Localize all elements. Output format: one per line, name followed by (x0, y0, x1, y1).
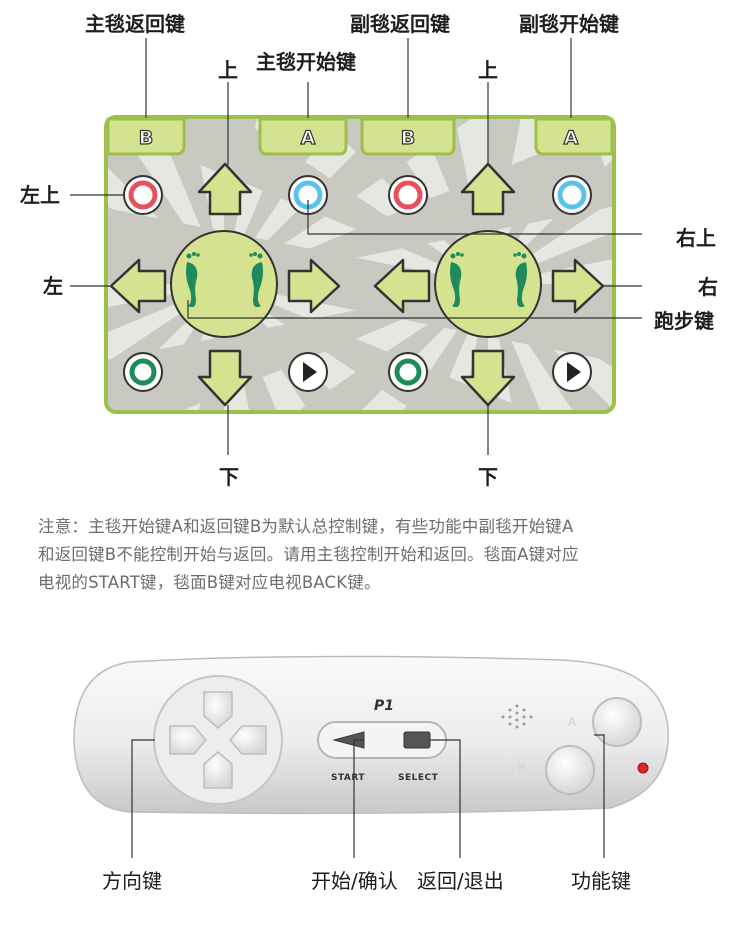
tab-main-b (106, 117, 186, 156)
tab-sub-b (360, 117, 456, 156)
sunburst-ray (106, 284, 224, 412)
run-pad (170, 230, 278, 338)
arrow-left-button (109, 258, 167, 314)
tab-sub-a-letter: A (564, 127, 579, 149)
sub-back-label: 副毯返回键 (350, 12, 450, 36)
sunburst-ray (106, 117, 224, 284)
note-line: 注意：主毯开始键A和返回键B为默认总控制键，有些功能中副毯开始键A (38, 517, 574, 536)
tab-main-a (258, 117, 348, 156)
led-indicator (637, 762, 649, 774)
controller-leader-lines (131, 734, 605, 858)
run-pad (434, 230, 542, 338)
note-line: 和返回键B不能控制开始与返回。请用主毯控制开始和返回。毯面A键对应 (38, 545, 579, 564)
back-exit-label: 返回/退出 (417, 869, 504, 893)
up-right-label: 上 (478, 58, 498, 82)
tab-main-a-letter: A (301, 127, 316, 149)
speaker-icon (501, 704, 533, 729)
dpad-label: 方向键 (102, 869, 162, 893)
top-right-label: 右上 (676, 226, 716, 250)
function-button-a (592, 697, 642, 747)
run-label: 跑步键 (654, 309, 714, 333)
footprint-icon (450, 252, 527, 308)
sunburst-ray (488, 284, 614, 363)
start-confirm-label: 开始/确认 (311, 869, 398, 893)
sunburst-ray (488, 284, 614, 412)
dpad-up (203, 691, 233, 729)
start-text: START (331, 773, 366, 783)
sunburst-ray (488, 117, 614, 284)
leader-lines (70, 38, 642, 455)
up-left-label: 上 (218, 58, 238, 82)
right-label: 右 (698, 275, 718, 299)
tab-sub-b-letter: B (401, 127, 415, 149)
mat-border (104, 115, 616, 414)
dance-mat-diagram: B A B A (70, 38, 642, 455)
dpad-down (203, 751, 233, 789)
main-start-label: 主毯开始键 (256, 50, 356, 74)
dpad-right (229, 725, 267, 755)
controller-diagram: A B (73, 655, 669, 858)
arrow-up-button (460, 162, 516, 216)
button-a-mark: A (568, 715, 577, 729)
sunburst-ray (488, 284, 614, 412)
dpad-icon (169, 691, 267, 789)
dpad-left (169, 725, 207, 755)
pad-left (109, 162, 341, 407)
sunburst-ray (334, 117, 488, 284)
function-button-b (545, 745, 595, 795)
select-button (403, 731, 431, 749)
sunburst-ray (265, 284, 488, 412)
note-line: 电视的START键，毯面B键对应电视BACK键。 (38, 573, 381, 592)
tab-main-b-letter: B (139, 127, 153, 149)
function-key-label: 功能键 (571, 869, 631, 893)
select-text: SELECT (398, 773, 439, 783)
pad-right (373, 162, 605, 407)
arrow-up-button (197, 162, 253, 216)
sunburst-ray (488, 130, 614, 284)
left-label: 左 (43, 274, 63, 298)
sub-start-label: 副毯开始键 (519, 12, 619, 36)
arrow-right-button (551, 258, 605, 314)
down-right-label: 下 (478, 465, 498, 489)
button-b-mark: B (518, 761, 526, 775)
player-label: P1 (374, 698, 395, 714)
arrow-down-button (197, 349, 253, 407)
tab-sub-a (534, 117, 614, 156)
down-left-label: 下 (219, 465, 239, 489)
sunburst-ray (224, 284, 378, 412)
main-back-label: 主毯返回键 (85, 12, 185, 36)
note-text: 注意：主毯开始键A和返回键B为默认总控制键，有些功能中副毯开始键A 和返回键B不… (38, 513, 728, 597)
arrow-left-button (373, 258, 431, 314)
footprint-icon (186, 252, 263, 308)
arrow-right-button (287, 258, 341, 314)
top-left-label: 左上 (20, 183, 60, 207)
arrow-down-button (460, 349, 516, 407)
sunburst-rays (106, 117, 614, 412)
